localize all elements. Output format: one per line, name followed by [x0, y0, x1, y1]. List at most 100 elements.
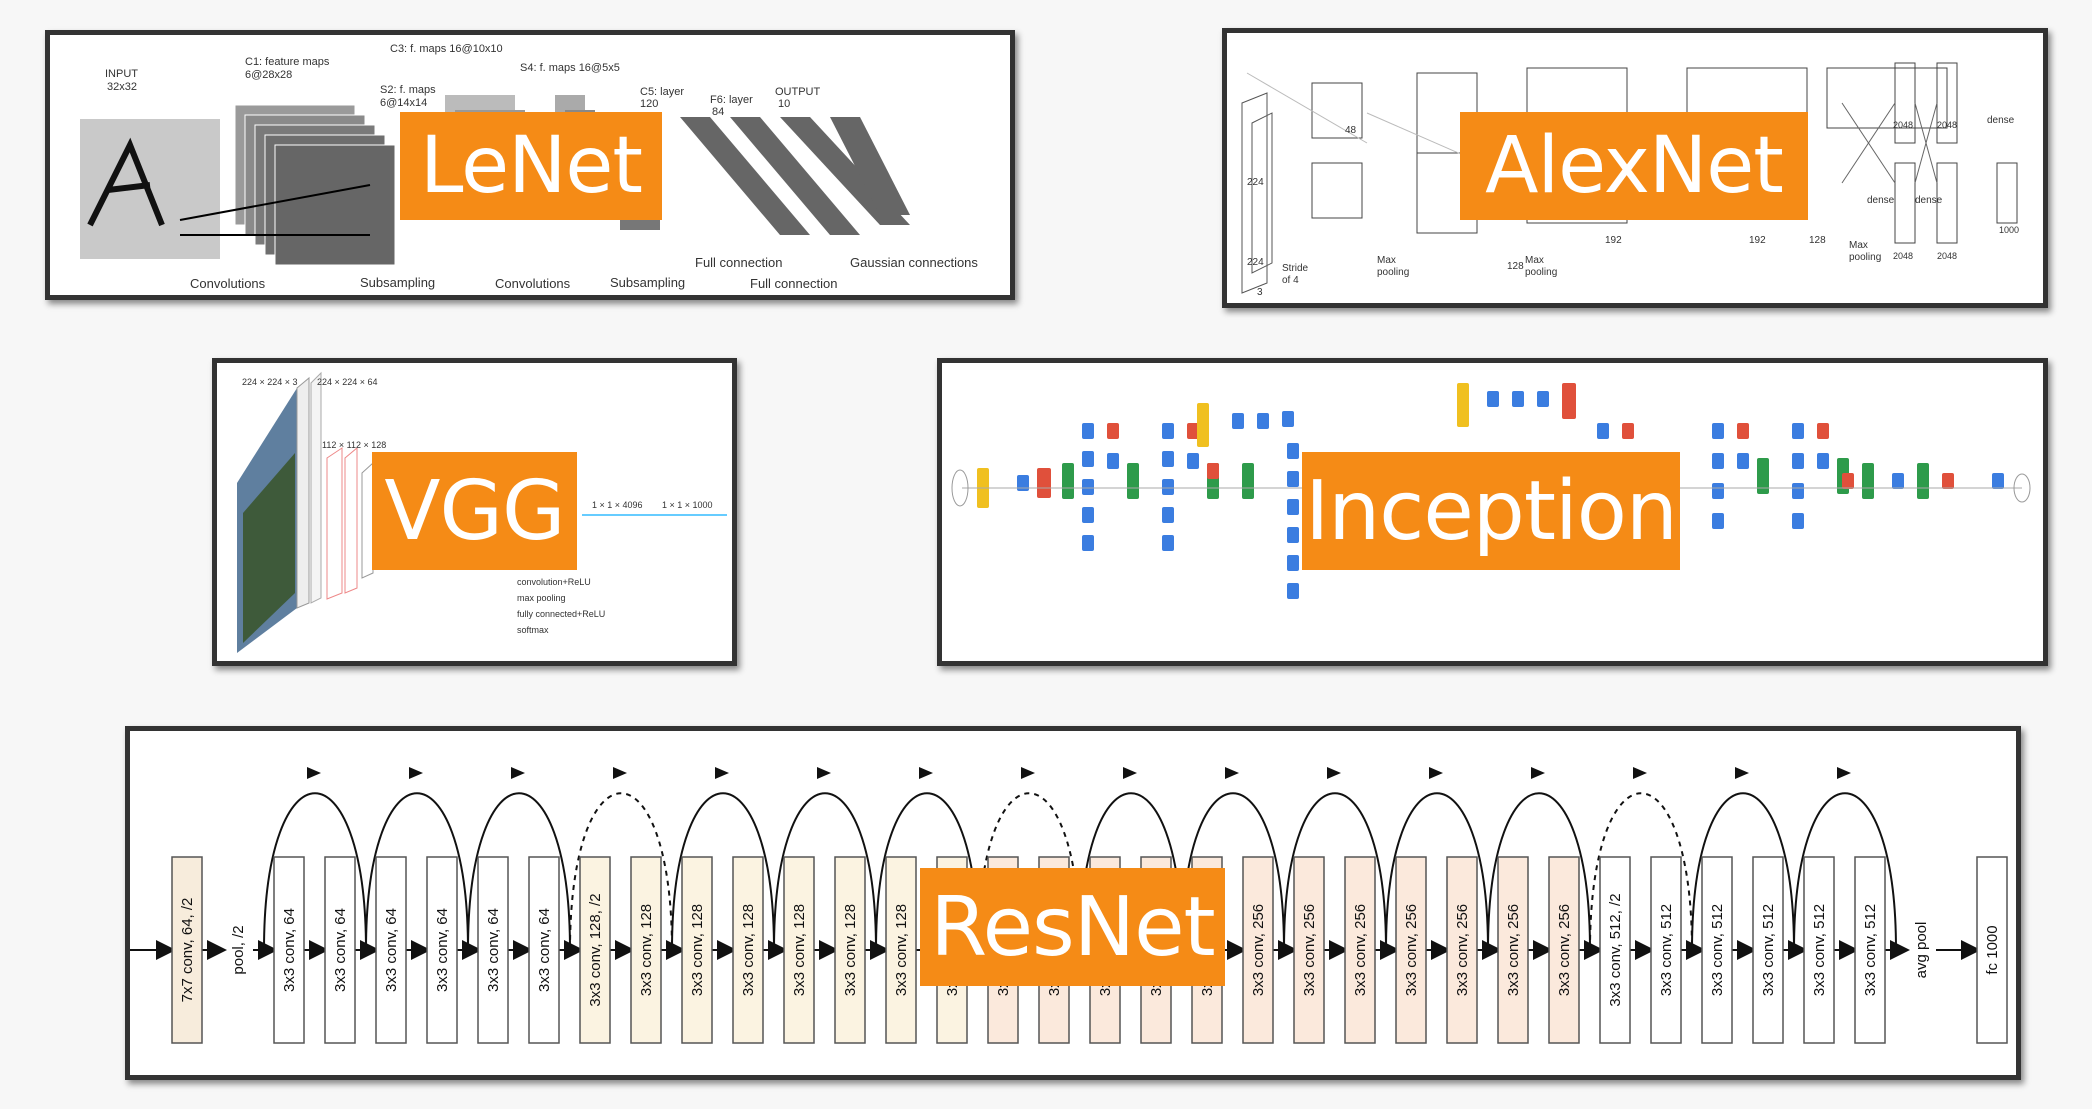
- resnet-layer-label: 3x3 conv, 512: [1760, 904, 1777, 996]
- inception-node: [1017, 475, 1029, 491]
- vgg-conv-slab: [326, 447, 343, 600]
- resnet-layer-label: 3x3 conv, 512: [1811, 904, 1828, 996]
- alexnet-2048a: 2048: [1893, 120, 1913, 130]
- alexnet-dense: [1894, 62, 1916, 144]
- vgg-legend2: max pooling: [517, 593, 566, 603]
- resnet-layer-box: [1548, 856, 1580, 1044]
- resnet-skip-arrowhead: [1021, 767, 1035, 779]
- resnet-layer-label: 3x3 conv, 256: [1454, 904, 1471, 996]
- vgg-mid: 112 × 112 × 128: [322, 440, 386, 450]
- lenet-output-label: OUTPUT: [775, 86, 821, 98]
- alexnet-badge: AlexNet: [1460, 112, 1808, 220]
- inception-node: [1597, 423, 1609, 439]
- alexnet-128b: 128: [1809, 235, 1826, 246]
- lenet-sub1-label: Subsampling: [360, 275, 435, 290]
- inception-node: [1287, 499, 1299, 515]
- inception-node: [1917, 463, 1929, 499]
- alexnet-dense: [1936, 162, 1958, 244]
- inception-node: [1187, 453, 1199, 469]
- vgg-conv-slab: [296, 376, 310, 609]
- vgg-badge: VGG: [372, 452, 577, 570]
- inception-node: [1187, 423, 1199, 439]
- resnet-layer-box: [1854, 856, 1886, 1044]
- resnet-layer-box: [579, 856, 611, 1044]
- resnet-layer-box: [528, 856, 560, 1044]
- resnet-layer-box: [834, 856, 866, 1044]
- resnet-skip-arrowhead: [1123, 767, 1137, 779]
- resnet-layer-box: [1344, 856, 1376, 1044]
- inception-node: [1487, 391, 1499, 407]
- vgg-panel: 224 × 224 × 3 224 × 224 × 64 112 × 112 ×…: [212, 358, 737, 666]
- lenet-sub2-label: Subsampling: [610, 275, 685, 290]
- inception-input-node: [951, 469, 969, 507]
- lenet-output-size: 10: [778, 98, 790, 110]
- resnet-layer-label: 3x3 conv, 256: [1505, 904, 1522, 996]
- inception-node: [1737, 453, 1749, 469]
- resnet-layer-label: 3x3 conv, 128: [893, 904, 910, 996]
- inception-node: [1287, 527, 1299, 543]
- resnet-layer-label: 7x7 conv, 64, /2: [179, 898, 196, 1003]
- inception-node: [1942, 473, 1954, 489]
- resnet-skip-connection: [467, 792, 571, 951]
- resnet-layer-box: [1599, 856, 1631, 1044]
- lenet-fc-stripe: [730, 117, 860, 235]
- alexnet-dense3: dense: [1987, 115, 2015, 126]
- resnet-layer-label: 3x3 conv, 128: [638, 904, 655, 996]
- resnet-layer-box: [171, 856, 203, 1044]
- resnet-layer-label: 3x3 conv, 256: [1556, 904, 1573, 996]
- alexnet-3: 3: [1257, 287, 1263, 298]
- lenet-s2-size: 6@14x14: [380, 97, 427, 109]
- resnet-layer-box: [783, 856, 815, 1044]
- resnet-skip-arrowhead: [409, 767, 423, 779]
- lenet-conv2-label: Convolutions: [495, 276, 571, 291]
- resnet-skip-arrowhead: [1633, 767, 1647, 779]
- resnet-layer-label: 3x3 conv, 256: [1352, 904, 1369, 996]
- inception-node: [1562, 383, 1576, 419]
- resnet-skip-connection: [365, 792, 469, 951]
- resnet-layer-label: 3x3 conv, 64: [434, 908, 451, 992]
- resnet-layer-label: 3x3 conv, 128: [791, 904, 808, 996]
- resnet-layer-label: 3x3 conv, 64: [332, 908, 349, 992]
- lenet-input-label: INPUT: [105, 68, 138, 80]
- inception-node: [1842, 473, 1854, 489]
- resnet-skip-connection: [1487, 792, 1591, 951]
- resnet-layer-box: [732, 856, 764, 1044]
- alexnet-192b: 192: [1749, 235, 1766, 246]
- alexnet-224b: 224: [1247, 257, 1264, 268]
- inception-node: [1287, 583, 1299, 599]
- resnet-skip-arrowhead: [715, 767, 729, 779]
- inception-node: [1207, 463, 1219, 479]
- alexnet-maxpool1: Max: [1377, 255, 1396, 266]
- alexnet-maxpool3: Max: [1849, 240, 1868, 251]
- inception-node: [1107, 423, 1119, 439]
- resnet-layer-box: [1803, 856, 1835, 1044]
- inception-node: [1992, 473, 2004, 489]
- inception-node: [1162, 535, 1174, 551]
- alexnet-128a: 128: [1507, 261, 1524, 272]
- alexnet-block: [1826, 67, 1948, 129]
- lenet-c1-map: [274, 144, 396, 266]
- alexnet-dense: [1894, 162, 1916, 244]
- resnet-layer-label: 3x3 conv, 256: [1250, 904, 1267, 996]
- resnet-layer-box: [426, 856, 458, 1044]
- inception-node: [1082, 479, 1094, 495]
- vgg-top1: 224 × 224 × 3: [242, 377, 298, 387]
- resnet-layer-label: 3x3 conv, 256: [1403, 904, 1420, 996]
- lenet-c1-label: C1: feature maps: [245, 56, 330, 68]
- resnet-skip-connection: [1283, 792, 1387, 951]
- resnet-layer-box: [1650, 856, 1682, 1044]
- resnet-skip-arrowhead: [1735, 767, 1749, 779]
- inception-node: [1737, 423, 1749, 439]
- resnet-skip-connection: [671, 792, 775, 951]
- inception-node: [1792, 423, 1804, 439]
- resnet-skip-connection: [1589, 792, 1693, 951]
- inception-node: [1162, 479, 1174, 495]
- resnet-layer-label: 3x3 conv, 512, /2: [1607, 893, 1624, 1006]
- lenet-c5-label: C5: layer: [640, 86, 684, 98]
- inception-node: [1712, 513, 1724, 529]
- resnet-layer-box: [681, 856, 713, 1044]
- alexnet-2048b: 2048: [1937, 120, 1957, 130]
- resnet-layer-label: 3x3 conv, 256: [1301, 904, 1318, 996]
- lenet-fc-stripe: [830, 117, 910, 215]
- resnet-skip-arrowhead: [919, 767, 933, 779]
